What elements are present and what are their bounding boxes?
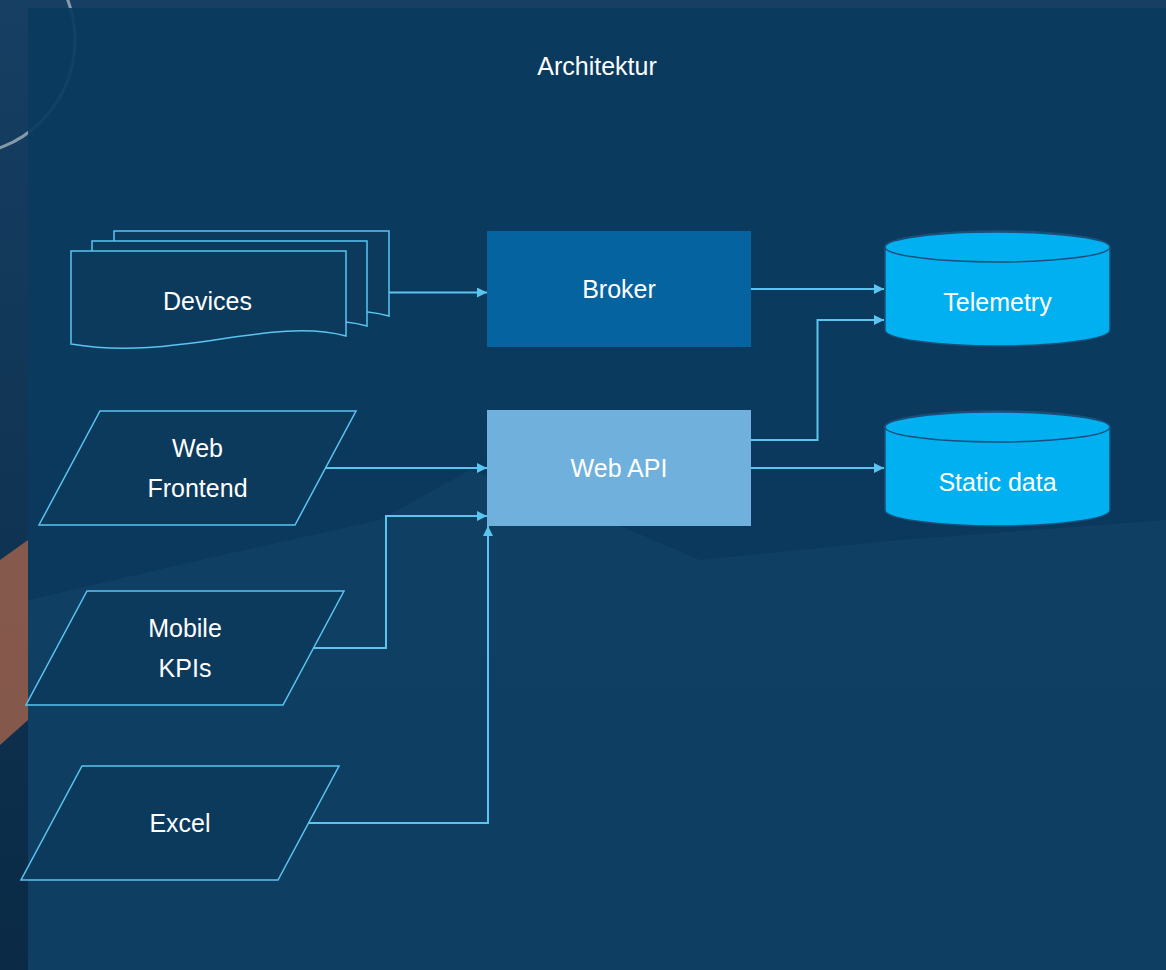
parallelogram-shape [21, 766, 339, 880]
connector-arrow [751, 288, 884, 290]
connector-arrow [325, 467, 487, 469]
node-outline [25, 590, 345, 706]
input-parallelogram: Excel [20, 765, 340, 881]
connector-arrow [308, 526, 488, 823]
input-parallelogram: Mobile KPIs [25, 590, 345, 706]
text-block: Web Frontend [138, 428, 258, 508]
database-cylinder: Static data [884, 411, 1111, 527]
connector-arrow [389, 292, 487, 294]
cylinder-top [885, 412, 1110, 442]
parallelogram-shape [39, 411, 356, 525]
parallelogram-shape [26, 591, 344, 705]
document-shape [71, 251, 346, 348]
node-label: Devices [163, 281, 252, 321]
box-shape [487, 410, 751, 526]
process-box: Web API [487, 410, 751, 526]
node-label: Mobile KPIs [125, 608, 245, 688]
database-cylinder: Telemetry [884, 231, 1111, 347]
title-area: Architektur [28, 50, 1166, 83]
node-label: Static data [938, 462, 1056, 502]
cylinder-body [885, 231, 1110, 346]
panel [28, 8, 1166, 970]
connector-arrow [751, 320, 884, 440]
diagram-title: Architektur [28, 50, 1166, 83]
text-block: Static data [938, 462, 1056, 502]
node-outline [38, 410, 357, 526]
mountain-silhouette [28, 470, 1166, 970]
device-stack: Devices [70, 230, 390, 355]
text-block: Telemetry [943, 282, 1051, 322]
sunlit-rock [0, 540, 28, 745]
cylinder-top [885, 232, 1110, 262]
text-block: Excel [149, 803, 210, 843]
text-block: Mobile KPIs [125, 608, 245, 688]
input-parallelogram: Web Frontend [38, 410, 357, 526]
text-block: Broker [582, 269, 656, 309]
cylinder-body [885, 411, 1110, 526]
text-block: Devices [163, 281, 252, 321]
node-label: Telemetry [943, 282, 1051, 322]
node-label: Excel [149, 803, 210, 843]
node-label: Web API [571, 448, 668, 488]
text-block: Web API [571, 448, 668, 488]
node-label: Broker [582, 269, 656, 309]
connector-arrow [313, 516, 487, 648]
process-box: Broker [487, 231, 751, 347]
node-label: Web Frontend [138, 428, 258, 508]
box-shape [487, 231, 751, 347]
connector-arrow [751, 467, 884, 469]
